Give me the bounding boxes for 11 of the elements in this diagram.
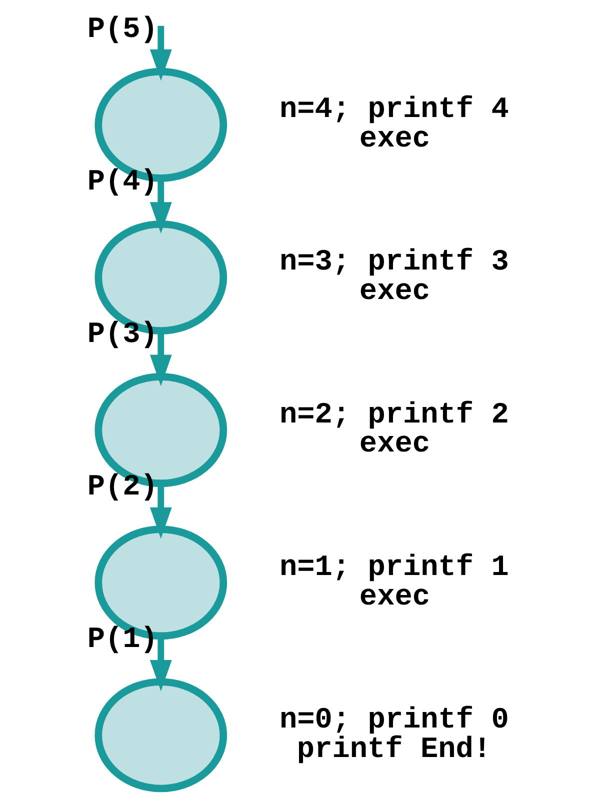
arrow xyxy=(149,484,172,539)
arrow xyxy=(149,26,172,81)
edge-label: P(3) xyxy=(86,318,158,351)
arrow xyxy=(149,636,172,692)
arrow xyxy=(149,178,172,234)
edge-label: P(5) xyxy=(86,13,158,46)
edge-label: P(4) xyxy=(86,165,158,198)
edge-label: P(2) xyxy=(86,470,158,504)
node-circle xyxy=(94,678,227,792)
edge-label: P(1) xyxy=(86,623,158,656)
arrow xyxy=(149,331,172,386)
